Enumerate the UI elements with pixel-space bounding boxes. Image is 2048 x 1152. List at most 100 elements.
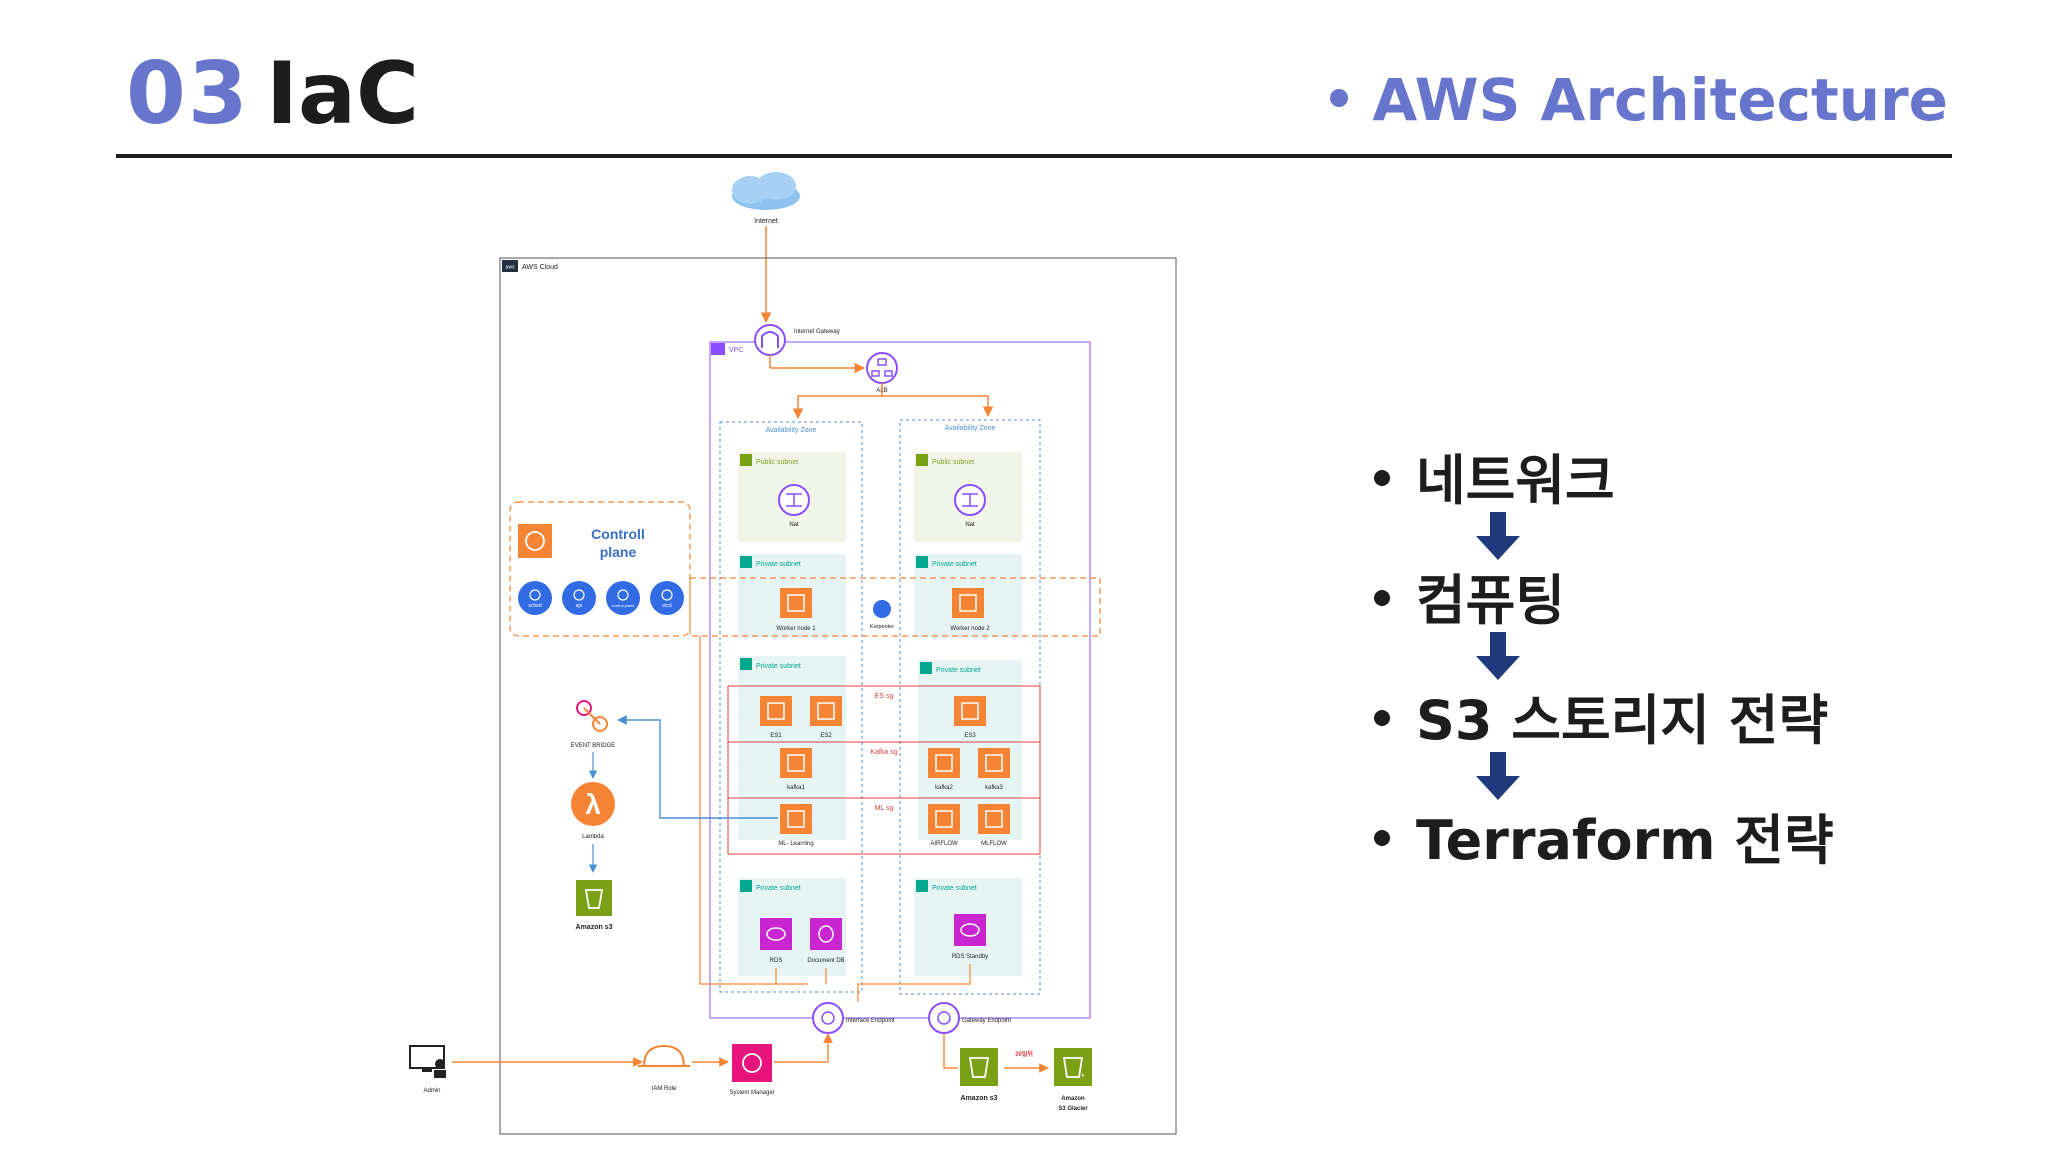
private-subnet-db-2-lock-icon — [916, 880, 928, 892]
rds-standby-label: RDS Standby — [952, 954, 988, 960]
standby-link-line — [857, 964, 971, 1002]
control-plane-line2: plane — [600, 544, 637, 560]
es2-label: ES2 — [820, 733, 832, 739]
endpoint-s3-line — [943, 1034, 958, 1069]
system-manager-icon — [732, 1044, 772, 1082]
worker-node-1-label: Worker node 1 — [776, 626, 816, 632]
iam-role-label: IAM Role — [652, 1086, 677, 1092]
ec2-mlflow-icon — [978, 804, 1010, 834]
private-subnet-data-1-lock-icon — [740, 658, 752, 670]
amazon-s3-glacier-icon: * — [1054, 1048, 1092, 1086]
alb-az2-arrow — [882, 395, 994, 418]
section-bullet-icon — [1330, 88, 1349, 107]
worker-node-2-label: Worker node 2 — [950, 626, 990, 632]
data-to-endpoint-line — [699, 636, 808, 985]
az-1 — [719, 421, 863, 993]
ml-eventbridge-arrow — [617, 715, 778, 819]
step-network: 네트워크 — [1374, 436, 1615, 515]
ec2-ml-learning-icon — [780, 804, 812, 834]
alb-az1-arrow — [792, 383, 883, 420]
lambda-symbol: λ — [585, 789, 601, 820]
ec2-es3-icon — [954, 696, 986, 726]
aws-cloud-label: AWS Cloud — [522, 264, 558, 271]
iam-role-icon — [638, 1044, 690, 1067]
public-subnet-1-lock-icon — [740, 454, 752, 466]
private-subnet-db-2-label: Private subnet — [932, 885, 977, 892]
k8s-api-label: api — [576, 603, 583, 609]
private-subnet-worker-2-label: Private subnet — [932, 561, 977, 568]
control-plane-group — [509, 501, 691, 637]
compute-band — [689, 577, 1101, 637]
eks-icon — [518, 524, 552, 558]
ec2-kafka3-icon — [978, 748, 1010, 778]
k8s-sched-icon — [518, 581, 552, 615]
k8s-sched-label: sched — [528, 603, 542, 609]
slide-number: 03 — [126, 44, 250, 144]
days-label: 30일뒤 — [1015, 1050, 1033, 1058]
interface-endpoint-icon — [812, 1002, 844, 1034]
bullet-icon — [1374, 590, 1390, 607]
public-subnet-1-label: Public subnet — [756, 459, 798, 466]
private-subnet-worker-2-lock-icon — [916, 556, 928, 568]
k8s-etcd-icon — [650, 581, 684, 615]
interface-endpoint-label: Interface Endpoint — [846, 1018, 895, 1024]
nat-1-label: Nat — [789, 522, 799, 528]
ec2-es1-icon — [760, 696, 792, 726]
document-db-label: Document DB — [807, 958, 844, 964]
step-s3-storage: S3 스토리지 전략 — [1374, 676, 1828, 755]
ec2-kafka1-icon — [780, 748, 812, 778]
k8s-etcd-label: etcd — [662, 603, 672, 609]
ec2-airflow-icon — [928, 804, 960, 834]
private-subnet-worker-1-lock-icon — [740, 556, 752, 568]
aws-logo-icon — [502, 260, 518, 272]
internet-gateway-icon — [754, 324, 786, 356]
arrow-down-icon — [1476, 752, 1520, 800]
airflow-label: AIRFLOW — [930, 841, 958, 847]
lambda-label: Lambda — [582, 834, 604, 840]
admin-label: Admin — [423, 1088, 440, 1094]
vpc-boundary — [709, 341, 1091, 1019]
step-computing-label: 컴퓨팅 — [1416, 569, 1566, 632]
private-subnet-data-2-lock-icon — [920, 662, 932, 674]
step-terraform-label: Terraform 전략 — [1416, 809, 1834, 872]
lambda-icon — [571, 782, 615, 826]
glacier-label-1: Amazon — [1061, 1096, 1085, 1102]
public-subnet-2-label: Public subnet — [932, 459, 974, 466]
mlflow-label: MLFLOW — [981, 841, 1007, 847]
rds-icon — [760, 918, 792, 950]
admin-icon — [409, 1045, 446, 1078]
az-1-label: Availability Zone — [766, 427, 817, 434]
step-terraform: Terraform 전략 — [1374, 796, 1834, 875]
amazon-s3-label: Amazon s3 — [961, 1095, 998, 1102]
private-subnet-worker-1-label: Private subnet — [756, 561, 801, 568]
ec2-kafka2-icon — [928, 748, 960, 778]
event-bridge-icon — [574, 698, 610, 734]
aws-logo-text: aws — [506, 265, 515, 271]
section-label: AWS Architecture — [1330, 66, 1948, 134]
vpc-icon — [711, 343, 725, 355]
es1-label: ES1 — [770, 733, 782, 739]
private-subnet-data-1-label: Private subnet — [756, 663, 801, 670]
amazon-s3-icon — [960, 1048, 998, 1086]
step-s3-storage-label: S3 스토리지 전략 — [1416, 689, 1829, 752]
private-subnet-db-1-label: Private subnet — [756, 885, 801, 892]
gateway-endpoint-icon — [928, 1002, 960, 1034]
amazon-s3-left-icon — [576, 880, 612, 916]
arrow-down-icon — [1476, 512, 1520, 560]
svg-text:*: * — [1081, 1072, 1085, 1082]
slide-title: IaC — [266, 44, 420, 144]
bullet-icon — [1374, 470, 1390, 487]
step-computing: 컴퓨팅 — [1374, 556, 1565, 635]
karpenter-label: Karpenter — [870, 624, 894, 630]
private-subnet-db-1-lock-icon — [740, 880, 752, 892]
ml-sg — [727, 797, 1041, 855]
kafka-sg-label: Kafka sg — [870, 749, 897, 756]
public-subnet-2-lock-icon — [916, 454, 928, 466]
private-subnet-data-2-label: Private subnet — [936, 667, 981, 674]
az-2-label: Availability Zone — [945, 425, 996, 432]
gateway-endpoint-label: Gateway Endpoint — [962, 1018, 1011, 1024]
k8s-control-plane-label: control plane — [612, 603, 636, 608]
bullet-icon — [1374, 830, 1390, 847]
worker-node-1-icon — [780, 588, 812, 618]
nat-2-label: Nat — [965, 522, 975, 528]
